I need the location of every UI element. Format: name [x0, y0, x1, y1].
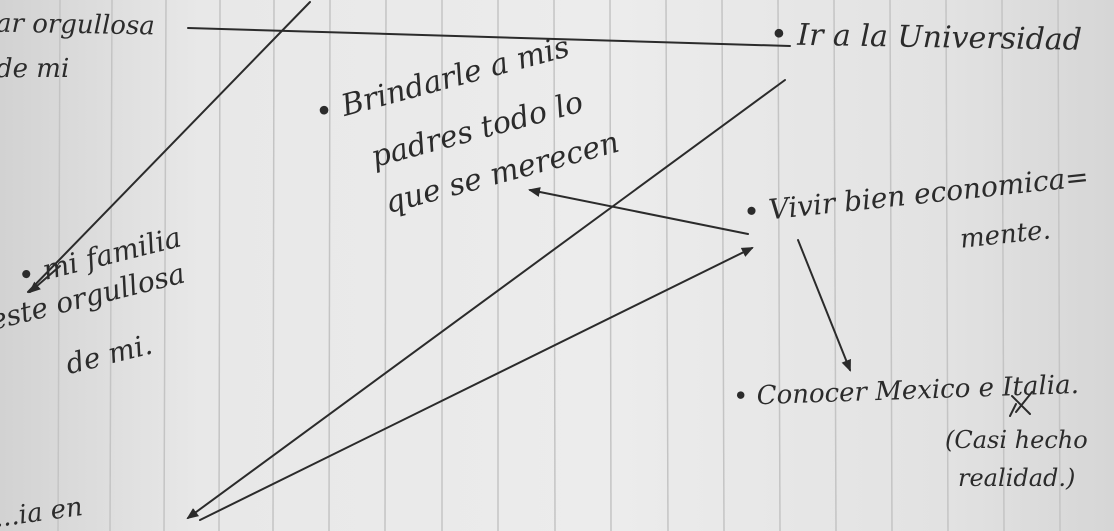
note-casi-hecho-line1: (Casi hecho [945, 426, 1088, 454]
line-univ-to-bottom [186, 79, 786, 520]
note-casi-hecho-line2: realidad.) [958, 464, 1076, 492]
diagonal-line-top-left [27, 1, 311, 293]
arrow-to-familia [28, 265, 61, 294]
note-top-left-line1: ar orgullosa [0, 8, 156, 42]
arrow-to-padres [528, 187, 749, 235]
check-mark-icon [1009, 391, 1033, 417]
connector-line-top [187, 27, 791, 47]
goal-university: • Ir a la Universidad [769, 17, 1083, 58]
arrow-to-conocer [797, 239, 851, 372]
notebook-rule-lines [57, 0, 1061, 531]
arrow-to-vivir [199, 247, 754, 521]
note-top-left-line2: de mi [0, 54, 70, 84]
